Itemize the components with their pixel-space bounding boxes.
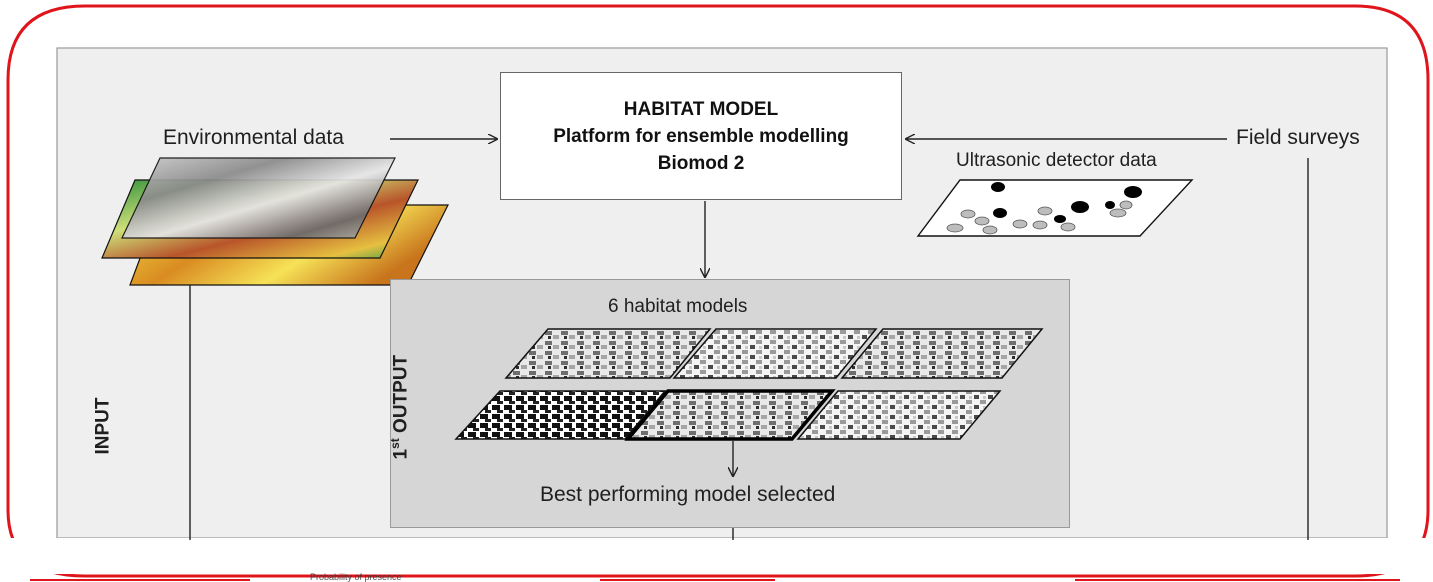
- environmental-data-label: Environmental data: [163, 126, 344, 149]
- model-map-4: [454, 390, 667, 440]
- best-model-selected-label: Best performing model selected: [540, 483, 836, 506]
- habitat-model-subtitle: Platform for ensemble modelling: [553, 125, 849, 147]
- first-output-side-label: 1st OUTPUT: [388, 355, 412, 460]
- six-habitat-models-label: 6 habitat models: [608, 296, 748, 317]
- model-map-5-selected: [624, 389, 836, 441]
- red-frame: [6, 4, 1430, 578]
- habitat-model-name: Biomod 2: [657, 152, 745, 174]
- habitat-model-box: HABITAT MODEL Platform for ensemble mode…: [500, 72, 902, 200]
- ultrasonic-dots: [946, 182, 1142, 235]
- model-map-2: [672, 328, 878, 379]
- output-label-sup: st: [388, 438, 403, 449]
- ultrasonic-detector-label: Ultrasonic detector data: [956, 150, 1157, 171]
- model-map-1: [504, 328, 712, 379]
- model-map-3: [840, 328, 1044, 379]
- probability-of-presence-label: Probability of presence: [310, 572, 402, 582]
- model-map-6: [796, 390, 1002, 440]
- output-label-text: OUTPUT: [390, 354, 412, 439]
- env-layer-grey: [121, 157, 396, 239]
- habitat-model-title: HABITAT MODEL: [623, 98, 779, 120]
- field-surveys-label: Field surveys: [1236, 126, 1360, 149]
- input-side-label: INPUT: [92, 397, 114, 455]
- output-label-number: 1: [390, 448, 412, 460]
